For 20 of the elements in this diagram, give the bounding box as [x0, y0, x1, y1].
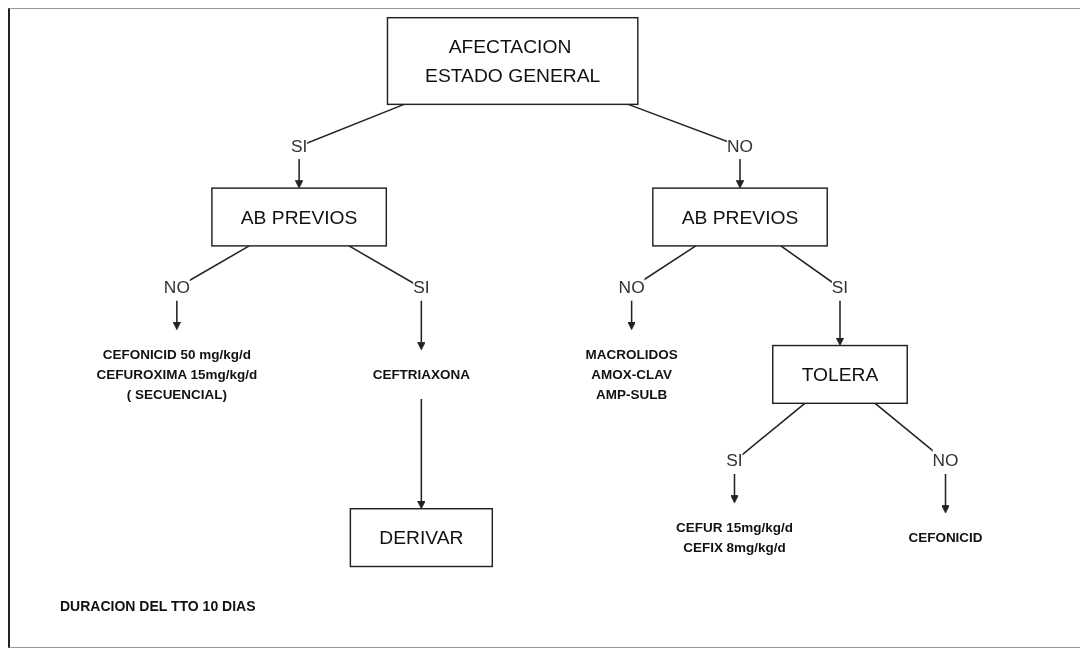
- arrow: [417, 398, 426, 510]
- edge-label: SI: [413, 277, 430, 297]
- edge-label: NO: [619, 277, 646, 297]
- node-box: AB PREVIOS: [652, 187, 829, 247]
- footnote: DURACION DEL TTO 10 DIAS: [60, 598, 256, 614]
- edge-label: SI: [726, 450, 744, 471]
- node-box: AFECTACION ESTADO GENERAL: [387, 17, 639, 106]
- node-box: TOLERA: [772, 344, 909, 405]
- node-text: CEFUR 15mg/kg/d CEFIX 8mg/kg/d: [676, 519, 794, 555]
- node-text: CEFTRIAXONA: [373, 366, 471, 382]
- edge-label: NO: [727, 136, 754, 156]
- node-text: MACROLIDOS AMOX-CLAV AMP-SULB: [585, 346, 679, 402]
- edge-label: NO: [164, 277, 191, 297]
- node-text: CEFONICID: [908, 529, 983, 545]
- node-box: DERIVAR: [350, 508, 494, 568]
- edge-label: SI: [832, 277, 849, 297]
- node-text: CEFONICID 50 mg/kg/d CEFUROXIMA 15mg/kg/d ( SECUENCIAL): [97, 346, 258, 402]
- edge-label: SI: [291, 136, 308, 156]
- edge-label: NO: [932, 450, 959, 471]
- node-box: AB PREVIOS: [211, 187, 388, 247]
